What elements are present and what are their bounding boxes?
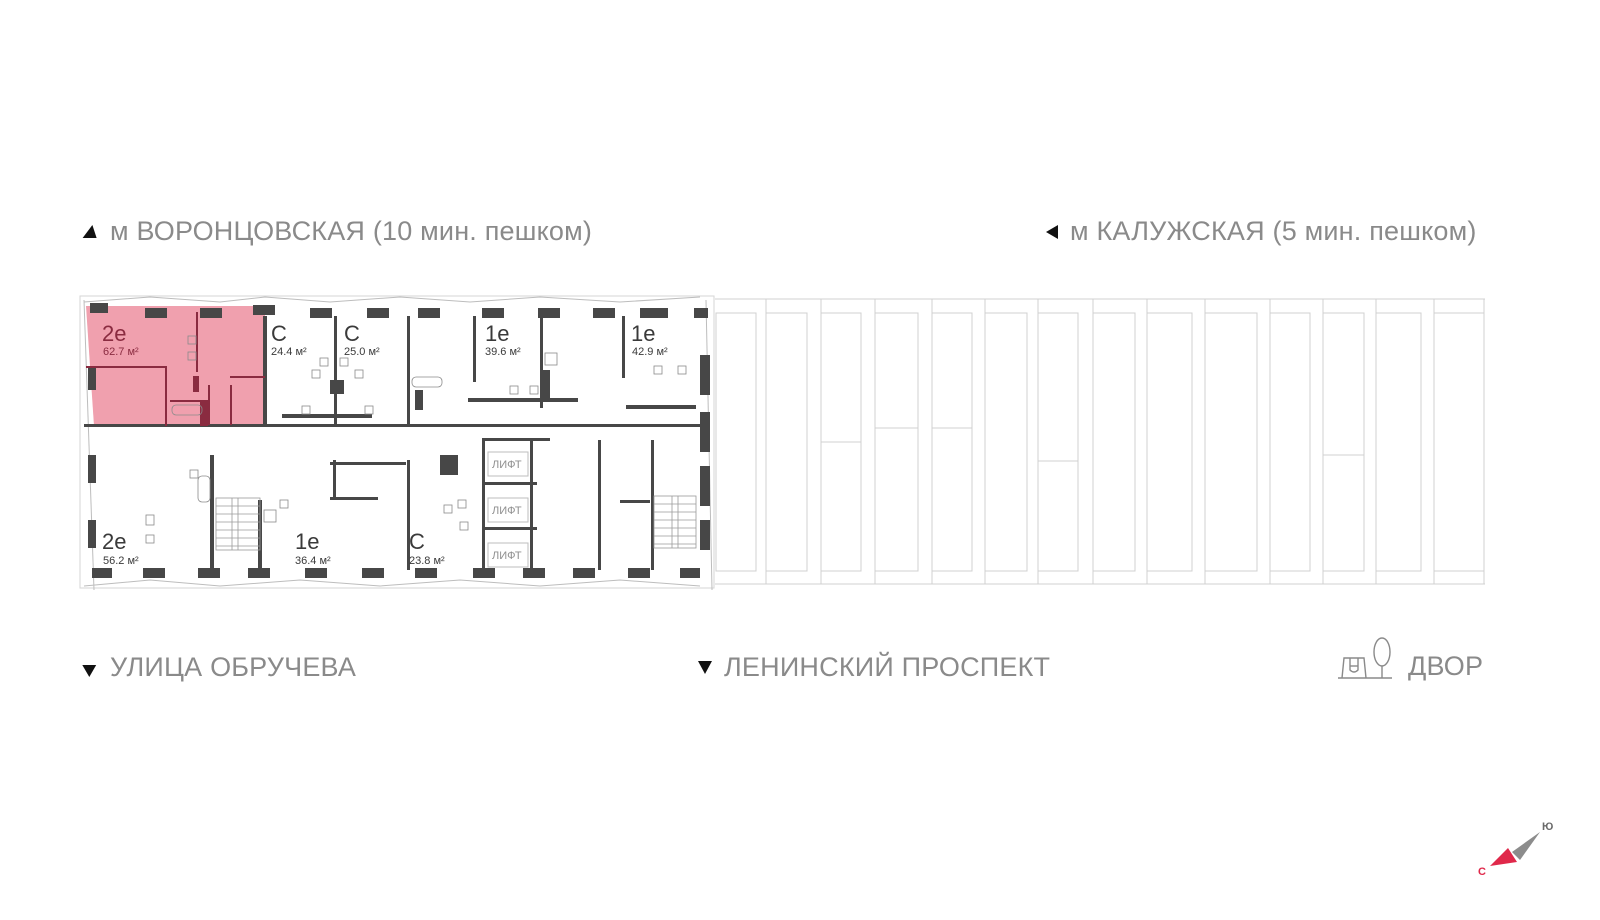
structural-walls	[84, 303, 710, 578]
apartment-area: 24.4 м²	[271, 346, 307, 358]
apartment-c-25-0[interactable]: С 25.0 м²	[344, 321, 380, 358]
stairwell-right	[653, 495, 697, 549]
elevator-label: ЛИФТ	[492, 505, 522, 517]
label-courtyard: ДВОР	[1336, 636, 1483, 682]
apartment-area: 39.6 м²	[485, 346, 521, 358]
active-section-outline	[79, 295, 715, 589]
apartment-area: 62.7 м²	[103, 346, 139, 358]
compass-icon	[1490, 832, 1540, 866]
apartment-type: С	[344, 321, 360, 346]
apartment-area: 56.2 м²	[103, 555, 139, 567]
label-leninsky-prospekt: ЛЕНИНСКИЙ ПРОСПЕКТ	[698, 652, 1050, 683]
compass-south-label: Ю	[1542, 821, 1553, 833]
apartment-area: 23.8 м²	[409, 555, 445, 567]
label-courtyard-text: ДВОР	[1408, 650, 1484, 681]
label-obrucheva-street-text: УЛИЦА ОБРУЧЕВА	[110, 652, 357, 682]
courtyard-playground-tree-icon	[1338, 637, 1392, 679]
elevator-label: ЛИФТ	[492, 550, 522, 562]
selected-apartment-walls	[86, 312, 265, 426]
arrow-left-icon	[1046, 224, 1058, 239]
apartment-area: 42.9 м²	[632, 346, 668, 358]
bathroom-kitchen-fixtures	[145, 335, 687, 544]
compass-north-label: С	[1478, 866, 1486, 878]
apartment-1e-39-6[interactable]: 1е 39.6 м²	[485, 321, 521, 358]
apartment-type: 1е	[485, 321, 509, 346]
label-metro-vorontsovskaya: м ВОРОНЦОВСКАЯ (10 мин. пешком)	[82, 216, 593, 247]
ghost-building-section	[715, 298, 1485, 585]
apartment-area: 36.4 м²	[295, 555, 331, 567]
label-leninsky-prospekt-text: ЛЕНИНСКИЙ ПРОСПЕКТ	[724, 652, 1051, 682]
label-obrucheva-street: УЛИЦА ОБРУЧЕВА	[82, 652, 357, 683]
apartment-type: С	[271, 321, 287, 346]
apartment-type: 1е	[631, 321, 655, 346]
elevator-shafts	[487, 451, 529, 568]
apartment-2e-56-2[interactable]: 2е 56.2 м²	[102, 529, 139, 567]
label-metro-kaluzhskaya: м КАЛУЖСКАЯ (5 мин. пешком)	[1046, 216, 1477, 247]
apartment-2e-62-7[interactable]: 2е 62.7 м²	[102, 321, 139, 358]
apartment-area: 25.0 м²	[344, 346, 380, 358]
apartment-type: 2е	[102, 321, 126, 346]
apartment-type: 2е	[102, 529, 126, 554]
apartment-2e-62-7-highlight[interactable]	[86, 306, 265, 426]
elevator-label: ЛИФТ	[492, 459, 522, 471]
apartment-type: 1е	[295, 529, 319, 554]
label-metro-vorontsovskaya-text: м ВОРОНЦОВСКАЯ (10 мин. пешком)	[110, 216, 593, 246]
label-metro-kaluzhskaya-text: м КАЛУЖСКАЯ (5 мин. пешком)	[1070, 216, 1477, 246]
stairwell-left	[215, 497, 261, 551]
apartment-c-23-8[interactable]: С 23.8 м²	[409, 529, 445, 567]
apartment-1e-36-4[interactable]: 1е 36.4 м²	[295, 529, 331, 567]
arrow-down-icon	[698, 661, 712, 674]
apartment-1e-42-9[interactable]: 1е 42.9 м²	[631, 321, 668, 358]
apartment-c-24-4[interactable]: С 24.4 м²	[271, 321, 307, 358]
apartment-type: С	[409, 529, 425, 554]
